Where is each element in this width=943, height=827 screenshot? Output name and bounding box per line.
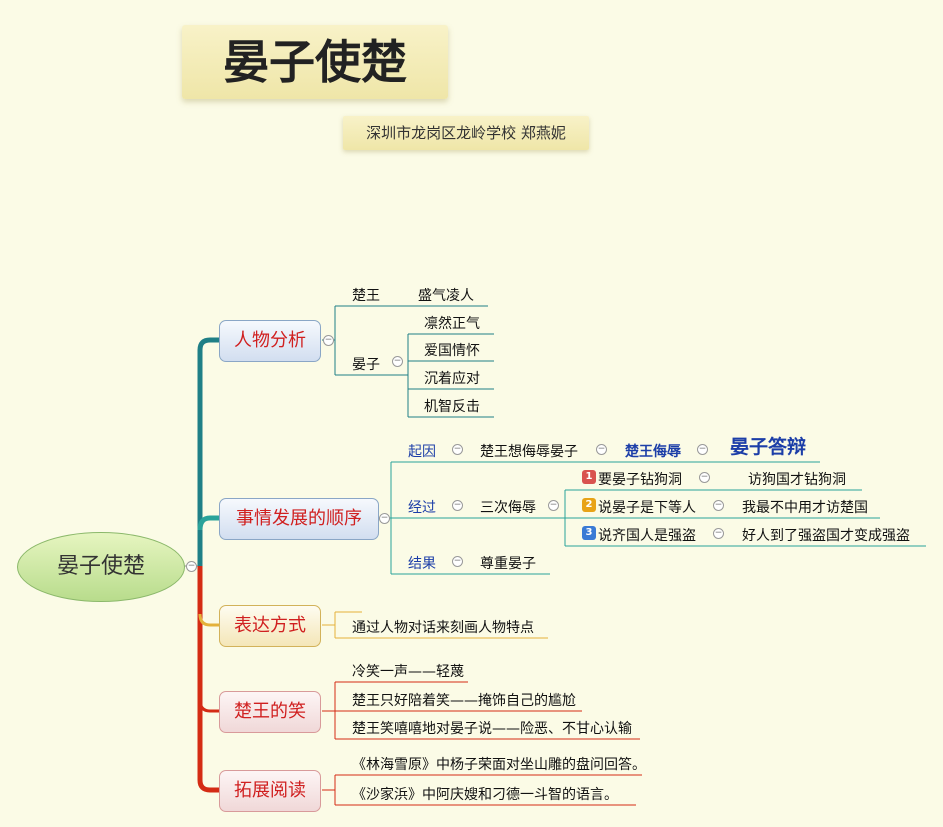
node-expression[interactable]: 通过人物对话来刻画人物特点 [352, 620, 534, 636]
node-insult[interactable]: 说晏子是下等人 [598, 500, 696, 516]
node-reading[interactable]: 《沙家浜》中阿庆嫂和刁德一斗智的语言。 [352, 787, 618, 803]
collapse-icon[interactable]: − [596, 444, 607, 455]
collapse-icon[interactable]: − [392, 356, 403, 367]
collapse-icon[interactable]: − [323, 335, 334, 346]
node-laugh[interactable]: 冷笑一声——轻蔑 [352, 664, 464, 680]
node-yanzi-trait[interactable]: 机智反击 [424, 399, 480, 415]
node-cause-next[interactable]: 楚王侮辱 [625, 444, 681, 460]
node-insult[interactable]: 说齐国人是强盗 [598, 528, 696, 544]
branch-sequence[interactable]: 事情发展的顺序 [219, 498, 379, 540]
title-box [182, 25, 448, 99]
collapse-icon[interactable]: − [186, 561, 197, 572]
node-king-trait[interactable]: 盛气凌人 [418, 288, 474, 304]
node-yanzi-trait[interactable]: 凛然正气 [424, 316, 480, 332]
node-process-label[interactable]: 经过 [408, 500, 436, 516]
node-reply[interactable]: 访狗国才钻狗洞 [748, 472, 846, 488]
root-node[interactable]: 晏子使楚 [17, 532, 185, 602]
node-reply[interactable]: 我最不中用才访楚国 [742, 500, 868, 516]
priority-2-icon: 2 [582, 498, 596, 512]
node-insult[interactable]: 要晏子钻狗洞 [598, 472, 682, 488]
branch-laugh[interactable]: 楚王的笑 [219, 691, 321, 733]
priority-3-icon: 3 [582, 526, 596, 540]
node-cause-final[interactable]: 晏子答辩 [730, 436, 807, 458]
page-title: 晏子使楚 [223, 35, 407, 89]
priority-1-icon: 1 [582, 470, 596, 484]
branch-expression[interactable]: 表达方式 [219, 605, 321, 647]
node-cause-label[interactable]: 起因 [408, 444, 436, 460]
branch-reading[interactable]: 拓展阅读 [219, 770, 321, 812]
node-cause[interactable]: 楚王想侮辱晏子 [480, 444, 578, 460]
node-yanzi-trait[interactable]: 爱国情怀 [424, 343, 480, 359]
collapse-icon[interactable]: − [697, 444, 708, 455]
collapse-icon[interactable]: − [548, 500, 559, 511]
collapse-icon[interactable]: − [452, 444, 463, 455]
node-result[interactable]: 尊重晏子 [480, 556, 536, 572]
collapse-icon[interactable]: − [713, 500, 724, 511]
collapse-icon[interactable]: − [379, 513, 390, 524]
node-king[interactable]: 楚王 [352, 288, 380, 304]
branch-characters[interactable]: 人物分析 [219, 320, 321, 362]
node-reply[interactable]: 好人到了强盗国才变成强盗 [742, 528, 910, 544]
collapse-icon[interactable]: − [699, 472, 710, 483]
node-process[interactable]: 三次侮辱 [480, 500, 536, 516]
node-reading[interactable]: 《林海雪原》中杨子荣面对坐山雕的盘问回答。 [352, 757, 646, 773]
collapse-icon[interactable]: − [452, 500, 463, 511]
node-laugh[interactable]: 楚王只好陪着笑——掩饰自己的尴尬 [352, 693, 576, 709]
collapse-icon[interactable]: − [452, 556, 463, 567]
collapse-icon[interactable]: − [713, 528, 724, 539]
node-yanzi-trait[interactable]: 沉着应对 [424, 371, 480, 387]
node-laugh[interactable]: 楚王笑嘻嘻地对晏子说——险恶、不甘心认输 [352, 721, 632, 737]
node-result-label[interactable]: 结果 [408, 556, 436, 572]
node-yanzi[interactable]: 晏子 [352, 357, 380, 373]
subtitle: 深圳市龙岗区龙岭学校 郑燕妮 [343, 116, 589, 150]
